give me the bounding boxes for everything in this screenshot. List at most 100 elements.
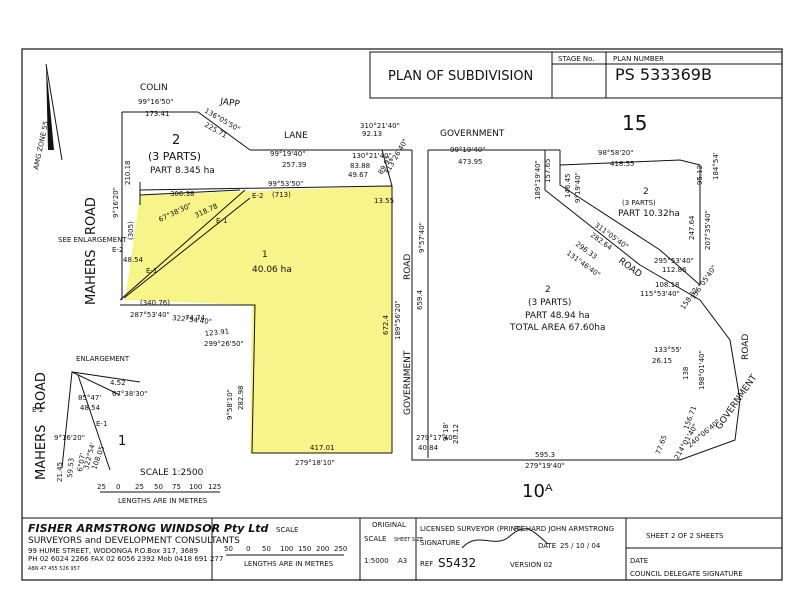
- svg-text:125: 125: [208, 483, 221, 491]
- svg-text:173.41: 173.41: [145, 110, 170, 118]
- svg-text:310°21'40": 310°21'40": [360, 122, 400, 130]
- road-colin: COLIN: [140, 83, 168, 93]
- date2-label: DATE: [630, 557, 648, 565]
- road-japp: JAPP: [219, 97, 241, 110]
- svg-text:25: 25: [135, 483, 144, 491]
- firm-addr1: 99 HUME STREET, WODONGA P.O.Box 317, 368…: [28, 547, 198, 555]
- enlargement-road2: ROAD: [34, 372, 49, 410]
- svg-text:40.84: 40.84: [418, 444, 439, 452]
- svg-text:2: 2: [545, 285, 551, 295]
- road-diagonal: ROAD: [616, 256, 643, 280]
- svg-text:(3 PARTS): (3 PARTS): [528, 298, 571, 308]
- svg-text:100: 100: [189, 483, 202, 491]
- svg-text:115°53'40": 115°53'40": [640, 290, 680, 298]
- svg-text:133°55': 133°55': [654, 346, 682, 354]
- svg-text:279°18'10": 279°18'10": [295, 459, 335, 467]
- surveyor-signature: [461, 528, 549, 549]
- footer-scale-units: LENGTHS ARE IN METRES: [244, 560, 334, 568]
- svg-text:85°47': 85°47': [78, 394, 101, 402]
- firm-sub: SURVEYORS and DEVELOPMENT CONSULTANTS: [28, 536, 240, 546]
- svg-text:257.39: 257.39: [282, 161, 307, 169]
- svg-text:48.54: 48.54: [80, 404, 101, 412]
- svg-text:672.4: 672.4: [382, 314, 390, 335]
- svg-text:595.3: 595.3: [535, 451, 555, 459]
- footer-block: FISHER ARMSTRONG WINDSOR Pty Ltd SURVEYO…: [22, 517, 782, 580]
- original-label: ORIGINAL: [372, 521, 406, 529]
- firm-abn: ABN 47 455 526 957: [28, 566, 80, 572]
- svg-text:150: 150: [298, 545, 311, 553]
- lot1-label: 1 40.06 ha: [252, 250, 292, 275]
- svg-text:207°35'40": 207°35'40": [704, 210, 712, 250]
- enlargement-road: MAHERS: [34, 425, 49, 480]
- svg-text:50: 50: [154, 483, 163, 491]
- svg-text:200: 200: [316, 545, 329, 553]
- svg-text:138: 138: [682, 367, 690, 380]
- svg-text:146.45: 146.45: [564, 174, 572, 199]
- date-label: DATE: [538, 542, 556, 550]
- svg-text:67°38'30": 67°38'30": [112, 390, 147, 398]
- enlargement-units: LENGTHS ARE IN METRES: [118, 497, 208, 505]
- plan-title: PLAN OF SUBDIVISION: [388, 69, 533, 84]
- page-mark: 15: [622, 111, 647, 135]
- north-arrow: AMG ZONE 55: [32, 63, 63, 170]
- stage-label: STAGE No.: [558, 55, 595, 63]
- svg-text:25: 25: [97, 483, 106, 491]
- footer-scale-title: SCALE: [276, 526, 298, 534]
- svg-text:(3 PARTS): (3 PARTS): [622, 199, 656, 207]
- svg-text:306.38: 306.38: [170, 190, 195, 198]
- date-value: 25 / 10 / 04: [560, 542, 601, 550]
- svg-text:(713): (713): [272, 191, 291, 199]
- svg-text:99°53'50": 99°53'50": [268, 180, 303, 188]
- svg-text:TOTAL AREA 67.60ha: TOTAL AREA 67.60ha: [509, 323, 606, 333]
- svg-text:659.4: 659.4: [416, 289, 424, 310]
- svg-text:418.55: 418.55: [610, 160, 635, 168]
- svg-text:2: 2: [643, 187, 649, 197]
- plan-number: PS 533369B: [615, 65, 712, 84]
- licensed-label: LICENSED SURVEYOR (PRINT): [420, 525, 523, 533]
- svg-text:59.53: 59.53: [66, 458, 76, 479]
- enlargement-scale: SCALE 1:2500: [140, 468, 204, 478]
- svg-text:99°19'40": 99°19'40": [270, 150, 305, 158]
- svg-text:287°53'40": 287°53'40": [130, 311, 170, 319]
- svg-text:282.98: 282.98: [237, 386, 245, 411]
- svg-text:0: 0: [116, 483, 120, 491]
- svg-text:PART 48.94 ha: PART 48.94 ha: [525, 311, 590, 321]
- road-vertical: ROAD: [403, 254, 413, 280]
- svg-text:473.95: 473.95: [458, 158, 483, 166]
- svg-text:E-1: E-1: [216, 217, 227, 225]
- sheet-size-label: SHEET SIZE: [394, 537, 423, 543]
- enlargement-lot: 1: [118, 434, 126, 449]
- svg-text:99°19'40": 99°19'40": [450, 146, 485, 154]
- svg-text:198°01'40": 198°01'40": [698, 350, 706, 390]
- svg-text:E-1: E-1: [96, 420, 107, 428]
- lot2-top-left-label: 2 (3 PARTS) PART 8.345 ha: [148, 133, 215, 176]
- svg-text:50: 50: [262, 545, 271, 553]
- svg-text:123.91: 123.91: [204, 327, 229, 338]
- svg-text:2: 2: [172, 133, 180, 148]
- easement-labels: E-1 E-2 E-1 E-2: [112, 192, 263, 275]
- firm-name: FISHER ARMSTRONG WINDSOR Pty Ltd: [28, 522, 269, 535]
- svg-text:279°17'40": 279°17'40": [416, 434, 456, 442]
- road-mahers: MAHERS: [84, 250, 99, 305]
- scale-label: SCALE: [364, 535, 386, 543]
- svg-text:279°19'40": 279°19'40": [525, 462, 565, 470]
- svg-text:108.18: 108.18: [655, 281, 680, 289]
- svg-text:0: 0: [246, 545, 250, 553]
- svg-text:6°07': 6°07': [76, 452, 87, 472]
- svg-text:13.55: 13.55: [374, 197, 394, 205]
- sheet-of: SHEET 2 OF 2 SHEETS: [646, 532, 724, 540]
- svg-text:112.86: 112.86: [662, 266, 687, 274]
- road-government-top: GOVERNMENT: [440, 129, 505, 139]
- svg-text:299°26'50": 299°26'50": [204, 340, 244, 348]
- scale-value: 1:5000: [364, 557, 389, 565]
- svg-text:250: 250: [334, 545, 347, 553]
- svg-text:PART 10.32ha: PART 10.32ha: [618, 209, 680, 219]
- north-label: AMG ZONE 55: [32, 120, 50, 170]
- footer-scale-ticks: 50 0 50 100 150 200 250: [224, 545, 347, 553]
- svg-text:1: 1: [262, 250, 268, 260]
- svg-text:26.15: 26.15: [652, 357, 672, 365]
- svg-text:9°16'20": 9°16'20": [112, 187, 120, 218]
- see-enlargement: SEE ENLARGEMENT: [58, 236, 127, 244]
- svg-text:PART 8.345 ha: PART 8.345 ha: [150, 166, 215, 176]
